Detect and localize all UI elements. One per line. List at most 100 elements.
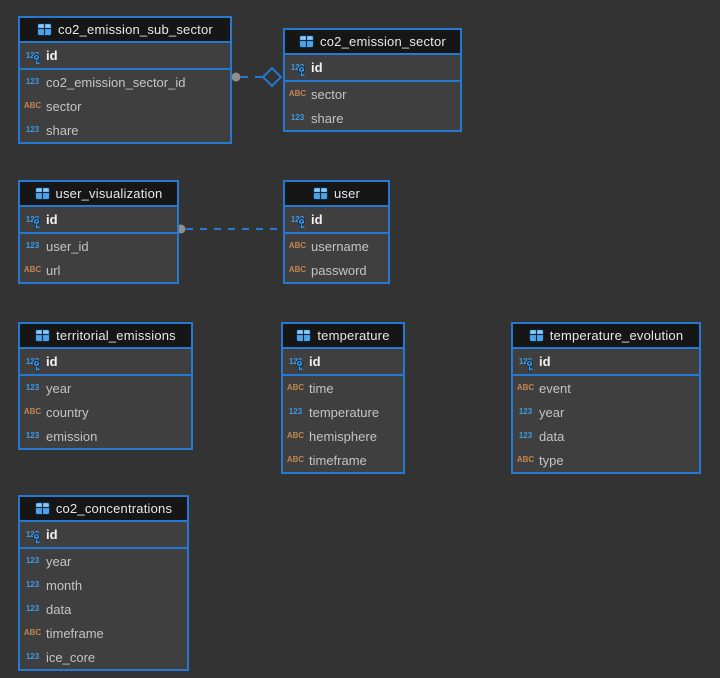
column-name: year [539,404,565,420]
table-title: user [333,186,361,201]
column-row[interactable]: 123 temperature [283,400,403,424]
table-card-co2_concentrations[interactable]: co2_concentrations 123 id 123 year 123 m… [18,495,189,671]
columns-section: 123 year ABC country 123 emission [20,376,191,448]
number-type-icon: 123 [290,113,305,122]
column-row[interactable]: ABC country [20,400,191,424]
table-header[interactable]: user [285,182,388,207]
column-row[interactable]: 123 user_id [20,234,177,258]
column-row[interactable]: 123 share [285,106,460,130]
table-card-co2_emission_sub_sector[interactable]: co2_emission_sub_sector 123 id 123 co2_e… [18,16,232,144]
column-row[interactable]: 123 data [513,424,699,448]
table-header[interactable]: co2_concentrations [20,497,187,522]
relation-co2_emission_sub_sector-to-co2_emission_sector[interactable] [231,66,283,88]
table-card-temperature[interactable]: temperature 123 id ABC time 123 temperat… [281,322,405,474]
column-row[interactable]: 123 id [20,43,230,68]
column-row[interactable]: 123 id [285,207,388,232]
column-row[interactable]: ABC password [285,258,388,282]
table-title: co2_concentrations [55,501,173,516]
table-card-user_visualization[interactable]: user_visualization 123 id 123 user_id AB… [18,180,179,284]
column-row[interactable]: ABC hemisphere [283,424,403,448]
number-type-icon: 123 [25,241,40,250]
column-row[interactable]: 123 co2_emission_sector_id [20,70,230,94]
primary-key-icon: 123 [23,51,42,65]
number-type-icon: 123 [25,604,40,613]
table-card-temperature_evolution[interactable]: temperature_evolution 123 id ABC event 1… [511,322,701,474]
column-row[interactable]: 123 year [20,376,191,400]
column-row[interactable]: ABC timeframe [283,448,403,472]
table-card-user[interactable]: user 123 id ABC username ABC password [283,180,390,284]
primary-key-section: 123 id [285,207,388,234]
column-name: data [46,601,72,617]
primary-key-icon: 123 [288,63,307,77]
string-type-icon: ABC [288,89,307,98]
table-title: territorial_emissions [56,328,176,343]
column-name: country [46,404,89,420]
table-header[interactable]: co2_emission_sector [285,30,460,55]
primary-key-section: 123 id [283,349,403,376]
column-name: password [311,262,367,278]
column-row[interactable]: 123 id [20,349,191,374]
table-card-co2_emission_sector[interactable]: co2_emission_sector 123 id ABC sector 12… [283,28,462,132]
column-row[interactable]: ABC type [513,448,699,472]
key-icon [297,65,306,77]
column-row[interactable]: 123 year [20,549,187,573]
table-grid-icon [34,187,50,200]
primary-key-section: 123 id [20,43,230,70]
table-header[interactable]: temperature [283,324,403,349]
string-type-icon: ABC [516,383,535,392]
column-row[interactable]: 123 id [513,349,699,374]
column-row[interactable]: 123 id [20,522,187,547]
table-grid-icon [312,187,328,200]
column-row[interactable]: 123 month [20,573,187,597]
relation-user_visualization-to-user[interactable] [176,224,283,234]
columns-section: 123 co2_emission_sector_id ABC sector 12… [20,70,230,142]
table-title: temperature [317,328,390,343]
column-row[interactable]: 123 id [20,207,177,232]
column-name: type [539,452,564,468]
column-name: month [46,577,83,593]
column-row[interactable]: ABC event [513,376,699,400]
column-name: id [311,60,323,75]
table-header[interactable]: co2_emission_sub_sector [20,18,230,43]
column-row[interactable]: 123 year [513,400,699,424]
column-name: hemisphere [309,428,377,444]
column-row[interactable]: 123 data [20,597,187,621]
column-row[interactable]: ABC time [283,376,403,400]
string-type-icon: ABC [286,455,305,464]
table-card-territorial_emissions[interactable]: territorial_emissions 123 id 123 year AB… [18,322,193,450]
number-type-icon: 123 [518,407,533,416]
relation-endpoint-circle [231,72,241,82]
string-type-icon: ABC [23,101,42,110]
column-row[interactable]: ABC sector [20,94,230,118]
number-type-icon: 123 [25,580,40,589]
column-row[interactable]: 123 share [20,118,230,142]
column-row[interactable]: ABC username [285,234,388,258]
key-icon [32,359,41,371]
string-type-icon: ABC [23,628,42,637]
column-row[interactable]: ABC timeframe [20,621,187,645]
table-header[interactable]: temperature_evolution [513,324,699,349]
table-header[interactable]: user_visualization [20,182,177,207]
primary-key-icon: 123 [288,215,307,229]
column-row[interactable]: ABC sector [285,82,460,106]
table-grid-icon [35,329,51,342]
column-row[interactable]: 123 id [283,349,403,374]
table-grid-icon [37,23,53,36]
table-grid-icon [528,329,544,342]
table-title: temperature_evolution [549,328,684,343]
table-grid-icon [34,502,50,515]
column-name: id [46,354,58,369]
number-type-icon: 123 [25,652,40,661]
columns-section: 123 year 123 month 123 data ABC timefram… [20,549,187,669]
column-name: event [539,380,571,396]
column-name: id [539,354,551,369]
column-name: emission [46,428,98,444]
column-row[interactable]: 123 id [285,55,460,80]
column-row[interactable]: 123 ice_core [20,645,187,669]
column-row[interactable]: 123 emission [20,424,191,448]
key-icon [32,53,41,65]
column-row[interactable]: ABC url [20,258,177,282]
primary-key-section: 123 id [20,207,177,234]
table-header[interactable]: territorial_emissions [20,324,191,349]
